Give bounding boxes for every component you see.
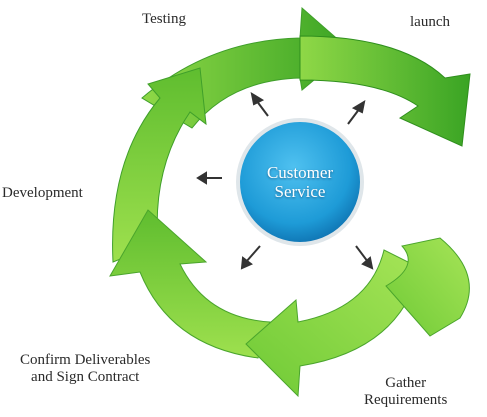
confirm-deliverables-label: Confirm Deliverables and Sign Contract — [20, 352, 150, 386]
testing-cycle-arrow — [112, 67, 207, 263]
arrow-up-left-icon — [250, 91, 269, 117]
customer-service-hub — [236, 118, 364, 246]
hub-title-line-2: Service — [274, 182, 326, 201]
arrow-up-right-icon — [347, 99, 366, 125]
gather-label-line-2: Requirements — [364, 392, 448, 408]
development-label: Development — [2, 185, 83, 201]
arrow-left-icon — [196, 171, 222, 185]
confirm-cycle-arrow — [245, 249, 421, 398]
gather-requirements-label: Gather Requirements — [364, 375, 447, 409]
confirm-label-line-1: Confirm Deliverables — [20, 352, 151, 368]
development-cycle-arrow — [109, 209, 271, 359]
testing-label: Testing — [142, 11, 186, 27]
gather-cycle-arrow — [385, 237, 470, 337]
gather-label-line-1: Gather — [385, 375, 427, 391]
hub-title-line-1: Customer — [266, 163, 334, 182]
pointer-arrows — [196, 91, 374, 270]
launch-arrow-head — [299, 35, 471, 147]
launch-label: launch — [410, 14, 450, 30]
confirm-label-line-2: and Sign Contract — [31, 369, 140, 385]
arrow-down-right-icon — [355, 245, 374, 270]
arrow-down-left-icon — [240, 245, 261, 270]
